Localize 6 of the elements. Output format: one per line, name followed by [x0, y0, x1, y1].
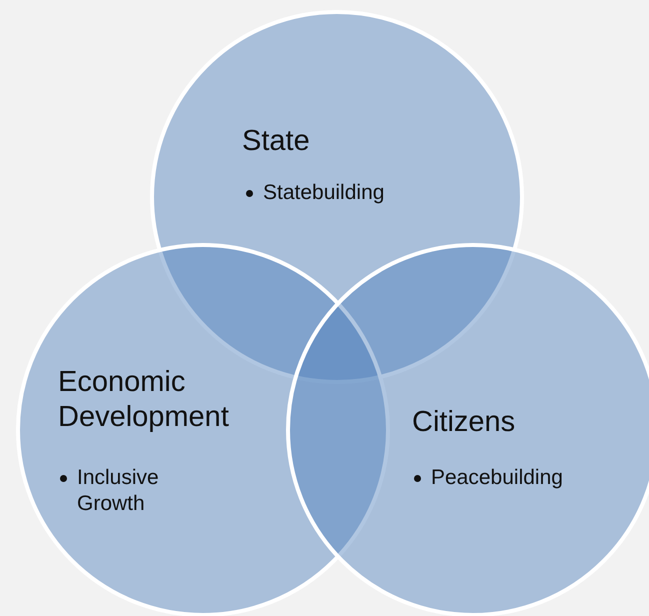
bullet-text: Peacebuilding [431, 465, 563, 491]
circle-heading: Citizens [412, 405, 516, 440]
bullet-text: Inclusive Growth [77, 465, 160, 518]
circle-heading: Economic Development [58, 365, 230, 435]
circle-heading: State [242, 124, 311, 159]
bullet-text: Statebuilding [263, 180, 384, 206]
